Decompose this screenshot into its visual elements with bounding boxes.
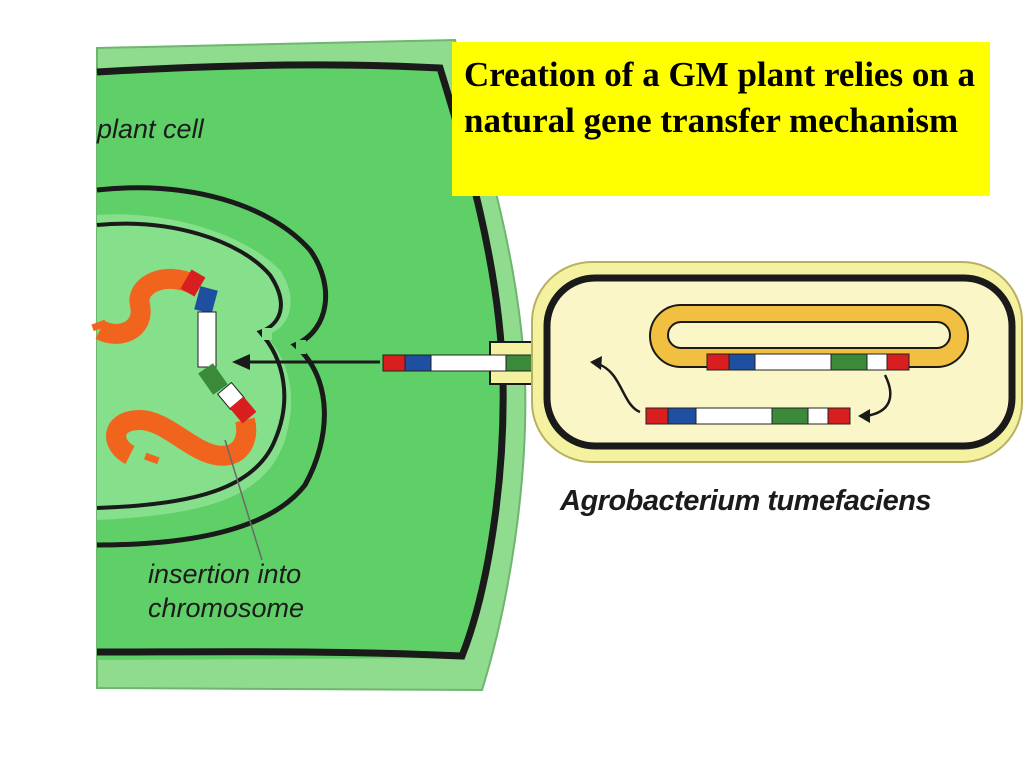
chromosome-segment-green — [198, 363, 228, 395]
chromosome-segment-white — [197, 311, 217, 368]
plasmid-tdna-region — [706, 353, 910, 371]
chromosome-end — [144, 452, 160, 465]
slide-title: Creation of a GM plant relies on a natur… — [464, 55, 976, 140]
nuclear-envelope-outer — [96, 185, 329, 548]
nucleus — [97, 214, 292, 520]
nuclear-pore — [296, 340, 306, 354]
insertion-label-line2: chromosome — [148, 593, 304, 623]
chromosome-segment-red — [180, 269, 206, 297]
chromosome-end — [91, 319, 107, 332]
chromosome-lower — [106, 409, 257, 466]
export-arrow — [597, 362, 641, 414]
agrobacterium-label: Agrobacterium tumefaciens — [559, 485, 931, 517]
excision-arrowhead — [858, 409, 870, 423]
transfer-arrowhead — [232, 354, 250, 370]
excised-tdna-strand — [645, 407, 851, 425]
export-arrowhead — [590, 356, 602, 370]
nuclear-pore — [262, 328, 272, 340]
ti-plasmid-inner — [667, 321, 951, 349]
chromosome-upper — [95, 268, 200, 344]
label-pointer-line — [224, 439, 263, 561]
title-box: Creation of a GM plant relies on a natur… — [452, 42, 990, 196]
insertion-label-line1: insertion into — [148, 559, 301, 589]
plant-cell-label: plant cell — [96, 114, 205, 144]
chromosome-segment-red — [229, 396, 257, 424]
chromosome-segment-blue — [194, 286, 218, 314]
excision-arrow — [865, 374, 892, 418]
